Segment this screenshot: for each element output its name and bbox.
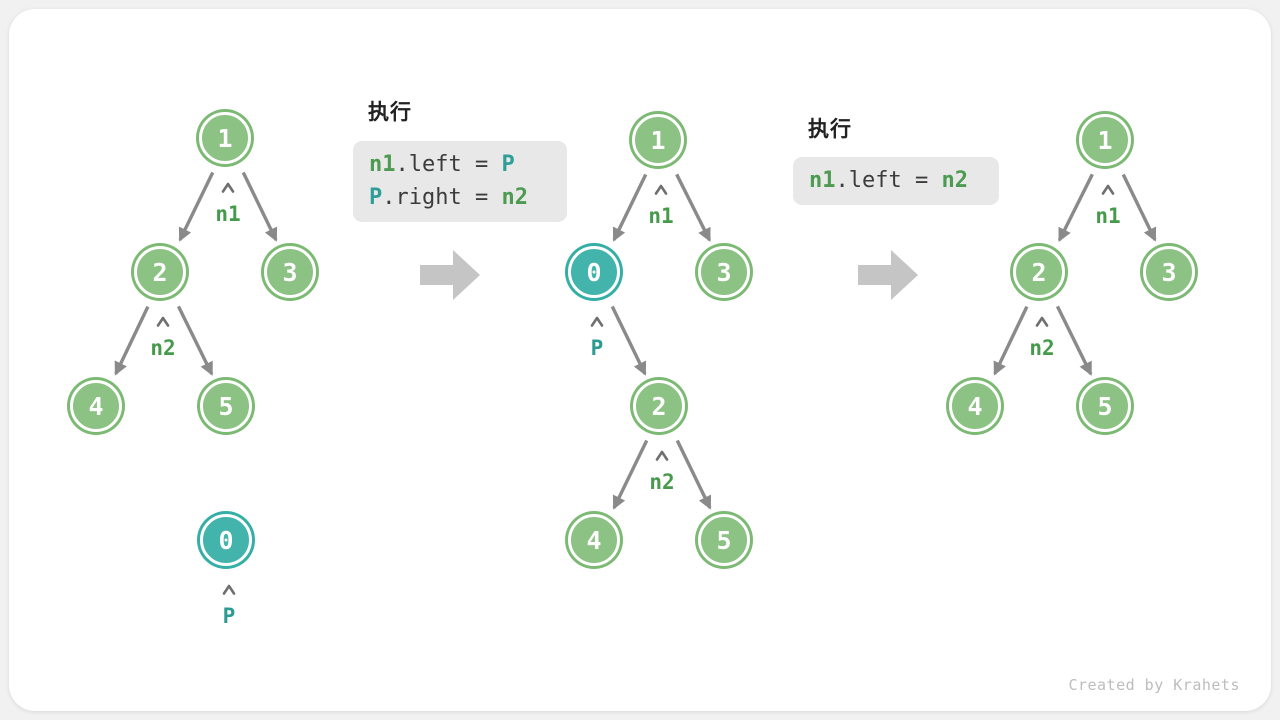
code-line: n1.left = n2	[809, 164, 983, 197]
transform-arrow-2	[858, 250, 918, 300]
pointer-up-arrow-icon	[1101, 184, 1115, 195]
pointer-up-arrow-icon	[654, 184, 668, 195]
pointer-label-n2: n2	[1029, 336, 1055, 360]
pointer-up-arrow-icon	[655, 450, 669, 461]
code-token: P	[501, 152, 515, 177]
tree-node-1: 1	[1079, 114, 1131, 166]
step-header: 执行	[808, 118, 852, 141]
tree-node-0: 0	[200, 514, 252, 566]
pointer-up-arrow-icon	[221, 182, 235, 193]
code-token: n1	[369, 152, 396, 177]
tree-node-3: 3	[264, 246, 316, 298]
code-line: n1.left = P	[369, 148, 551, 181]
tree-node-4: 4	[949, 380, 1001, 432]
pointer-up-arrow-icon	[590, 316, 604, 327]
code-token: P	[369, 185, 383, 210]
code-token: .right =	[382, 185, 502, 210]
code-token: .left =	[395, 152, 502, 177]
tree-node-4: 4	[70, 380, 122, 432]
step-header: 执行	[368, 101, 412, 124]
code-step-2: 执行	[808, 113, 852, 143]
code-box-2: n1.left = n2	[793, 157, 999, 205]
tree-node-2: 2	[134, 246, 186, 298]
tree-node-1: 1	[199, 112, 251, 164]
tree-node-2: 2	[1013, 246, 1065, 298]
pointer-up-arrow-icon	[1035, 316, 1049, 327]
pointer-up-arrow-icon	[156, 316, 170, 327]
pointer-label-P: P	[222, 604, 236, 628]
code-token: n1	[809, 168, 836, 193]
tree-node-1: 1	[632, 114, 684, 166]
pointer-label-P: P	[590, 336, 604, 360]
tree-node-5: 5	[1079, 380, 1131, 432]
tree-node-4: 4	[568, 514, 620, 566]
pointer-label-n2: n2	[649, 470, 675, 494]
code-line: P.right = n2	[369, 181, 551, 214]
pointer-label-n1: n1	[215, 202, 241, 226]
pointer-label-n2: n2	[150, 336, 176, 360]
code-token: n2	[501, 185, 528, 210]
tree-node-5: 5	[698, 514, 750, 566]
code-token: n2	[941, 168, 968, 193]
watermark: Created by Krahets	[1068, 676, 1240, 694]
pointer-up-arrow-icon	[222, 584, 236, 595]
tree-node-3: 3	[1143, 246, 1195, 298]
tree-node-3: 3	[698, 246, 750, 298]
tree-node-0: 0	[568, 246, 620, 298]
pointer-label-n1: n1	[1095, 204, 1121, 228]
code-token: .left =	[835, 168, 942, 193]
transform-arrow-1	[420, 250, 480, 300]
pointer-label-n1: n1	[648, 204, 674, 228]
tree-node-5: 5	[200, 380, 252, 432]
code-step-1: 执行	[368, 96, 412, 126]
tree-node-2: 2	[633, 380, 685, 432]
